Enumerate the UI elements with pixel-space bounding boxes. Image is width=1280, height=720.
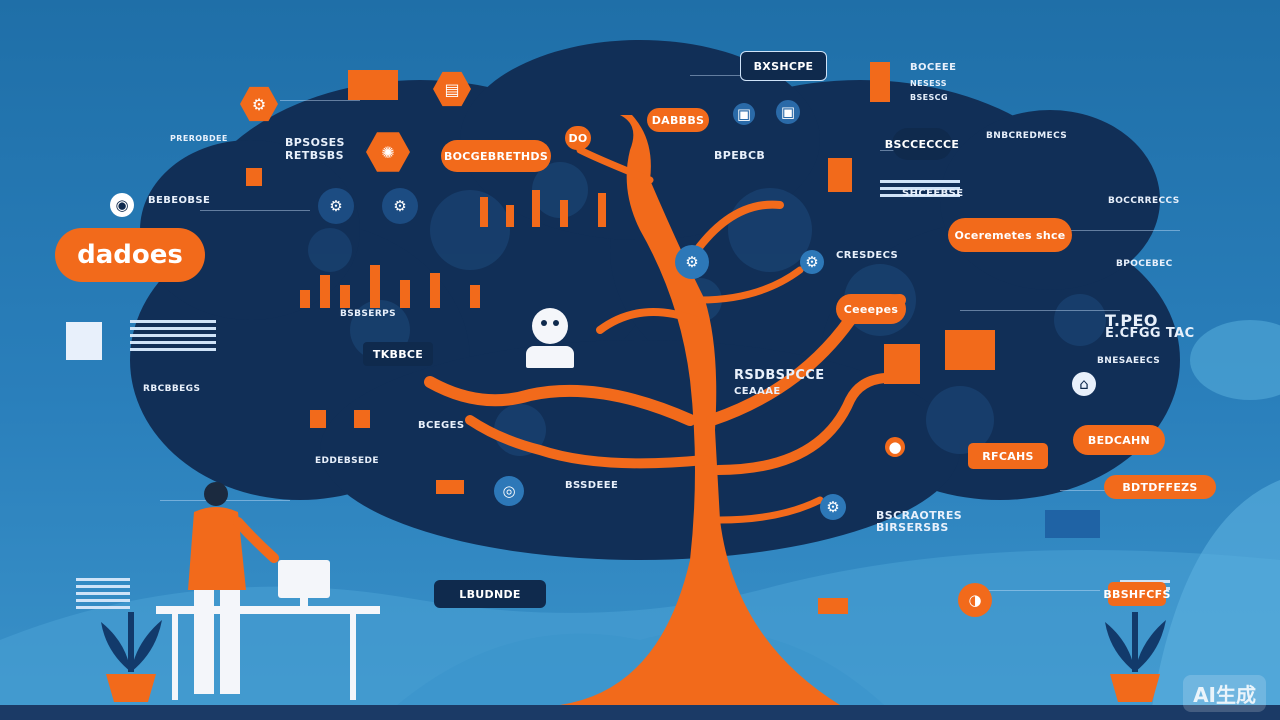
monitor-icon: ▣ xyxy=(733,103,755,125)
connector-line xyxy=(280,100,360,101)
hex-chart-icon: ▤ xyxy=(433,71,471,107)
pill-label: BXSHCPE xyxy=(740,51,827,81)
connector-line xyxy=(980,590,1100,591)
text-label: CRESDECS xyxy=(836,250,899,261)
mini-bar-chart xyxy=(300,265,480,308)
text-label: EDDEBSEDE xyxy=(315,456,379,466)
main-badge: dadoes xyxy=(55,228,205,282)
text-label: BPOCEBEC xyxy=(1116,259,1173,269)
text-label: SHCEEBSE xyxy=(902,188,964,199)
text-label: BIRSERSBS xyxy=(876,521,949,534)
gear-icon: ⚙ xyxy=(800,250,824,274)
person-icon xyxy=(156,482,380,700)
connector-line xyxy=(200,210,310,211)
orange-block xyxy=(828,158,852,192)
text-label: BNESAEECS xyxy=(1097,356,1161,366)
text-label: BNBCREDMECS xyxy=(986,131,1068,141)
text-label: BPSOSES xyxy=(285,136,345,149)
text-label: CEAAAE xyxy=(734,386,781,397)
text-label: BSESCG xyxy=(910,93,948,102)
pill-label: BEDCAHN xyxy=(1073,425,1165,455)
pill-label: Oceremetes shce xyxy=(948,218,1072,252)
hex-brain-icon: ✺ xyxy=(366,132,410,172)
text-lines xyxy=(130,320,216,355)
connector-line xyxy=(960,310,1120,311)
connector-line xyxy=(1060,230,1180,231)
text-label: BSBSERPS xyxy=(340,309,397,319)
plant-icon xyxy=(101,612,162,702)
text-label: RSDBSPCCE xyxy=(734,368,825,383)
gear-icon: ◎ xyxy=(494,476,524,506)
text-label: RETBSBS xyxy=(285,149,344,162)
text-label: BCEGES xyxy=(418,420,465,431)
pill-label: DO xyxy=(565,126,591,150)
text-lines xyxy=(880,180,960,201)
gear-icon: ⚙ xyxy=(318,188,354,224)
watermark: AI生成 xyxy=(1183,675,1266,712)
pill-label: Ceeepes xyxy=(836,294,906,324)
text-lines xyxy=(76,578,130,613)
text-label: BSCRAOTRES xyxy=(876,509,963,522)
text-label: BSSDEEE xyxy=(565,480,619,491)
gear-icon: ⚙ xyxy=(820,494,846,520)
ground-strip xyxy=(0,705,1280,720)
pill-label: BBSHFCFS xyxy=(1103,582,1170,606)
mini-bar-chart xyxy=(480,190,606,227)
text-label: T.PEO xyxy=(1105,311,1158,330)
text-label: PREROBDEE xyxy=(170,134,228,143)
gear-icon: ⚙ xyxy=(675,245,709,279)
orange-block xyxy=(818,598,848,614)
gear-icon: ⌂ xyxy=(1072,372,1096,396)
pill-label: LBUDNDE xyxy=(434,580,546,608)
pill-label: RFCAHS xyxy=(968,443,1048,469)
orange-block xyxy=(246,168,262,186)
gear-icon: ● xyxy=(885,437,905,457)
text-label: RBCBBEGS xyxy=(143,384,201,394)
pill-label: BSCCECCCE xyxy=(885,128,959,160)
pill-label: DABBBS xyxy=(647,108,709,132)
text-label: BPEBCB xyxy=(714,149,766,162)
pill-label: TKBBCE xyxy=(363,342,433,366)
square-panel xyxy=(66,322,102,360)
text-label: BOCEEE xyxy=(910,62,957,73)
orange-block xyxy=(436,480,464,494)
orange-block xyxy=(310,410,326,428)
orange-block xyxy=(1045,510,1100,538)
pill-label: BDTDFFEZS xyxy=(1104,475,1216,499)
text-label: BEBEOBSE xyxy=(148,195,211,206)
monitor-icon: ▣ xyxy=(776,100,800,124)
text-label: NESESS xyxy=(910,79,947,88)
connector-line xyxy=(690,75,740,76)
orange-block xyxy=(870,62,890,102)
gear-icon: ◑ xyxy=(958,583,992,617)
text-label: BOCCRRECCS xyxy=(1108,196,1180,206)
pill-label: BOCGEBRETHDS xyxy=(441,140,551,172)
orange-block xyxy=(884,344,920,384)
plant-icon xyxy=(1105,612,1166,702)
orange-block xyxy=(945,330,995,370)
text-label: E.CFGG TAC xyxy=(1105,326,1195,341)
robot-icon xyxy=(520,300,580,370)
gear-icon: ⚙ xyxy=(382,188,418,224)
orange-block xyxy=(354,410,370,428)
eye-icon: ◉ xyxy=(110,193,134,217)
orange-block xyxy=(348,70,398,100)
